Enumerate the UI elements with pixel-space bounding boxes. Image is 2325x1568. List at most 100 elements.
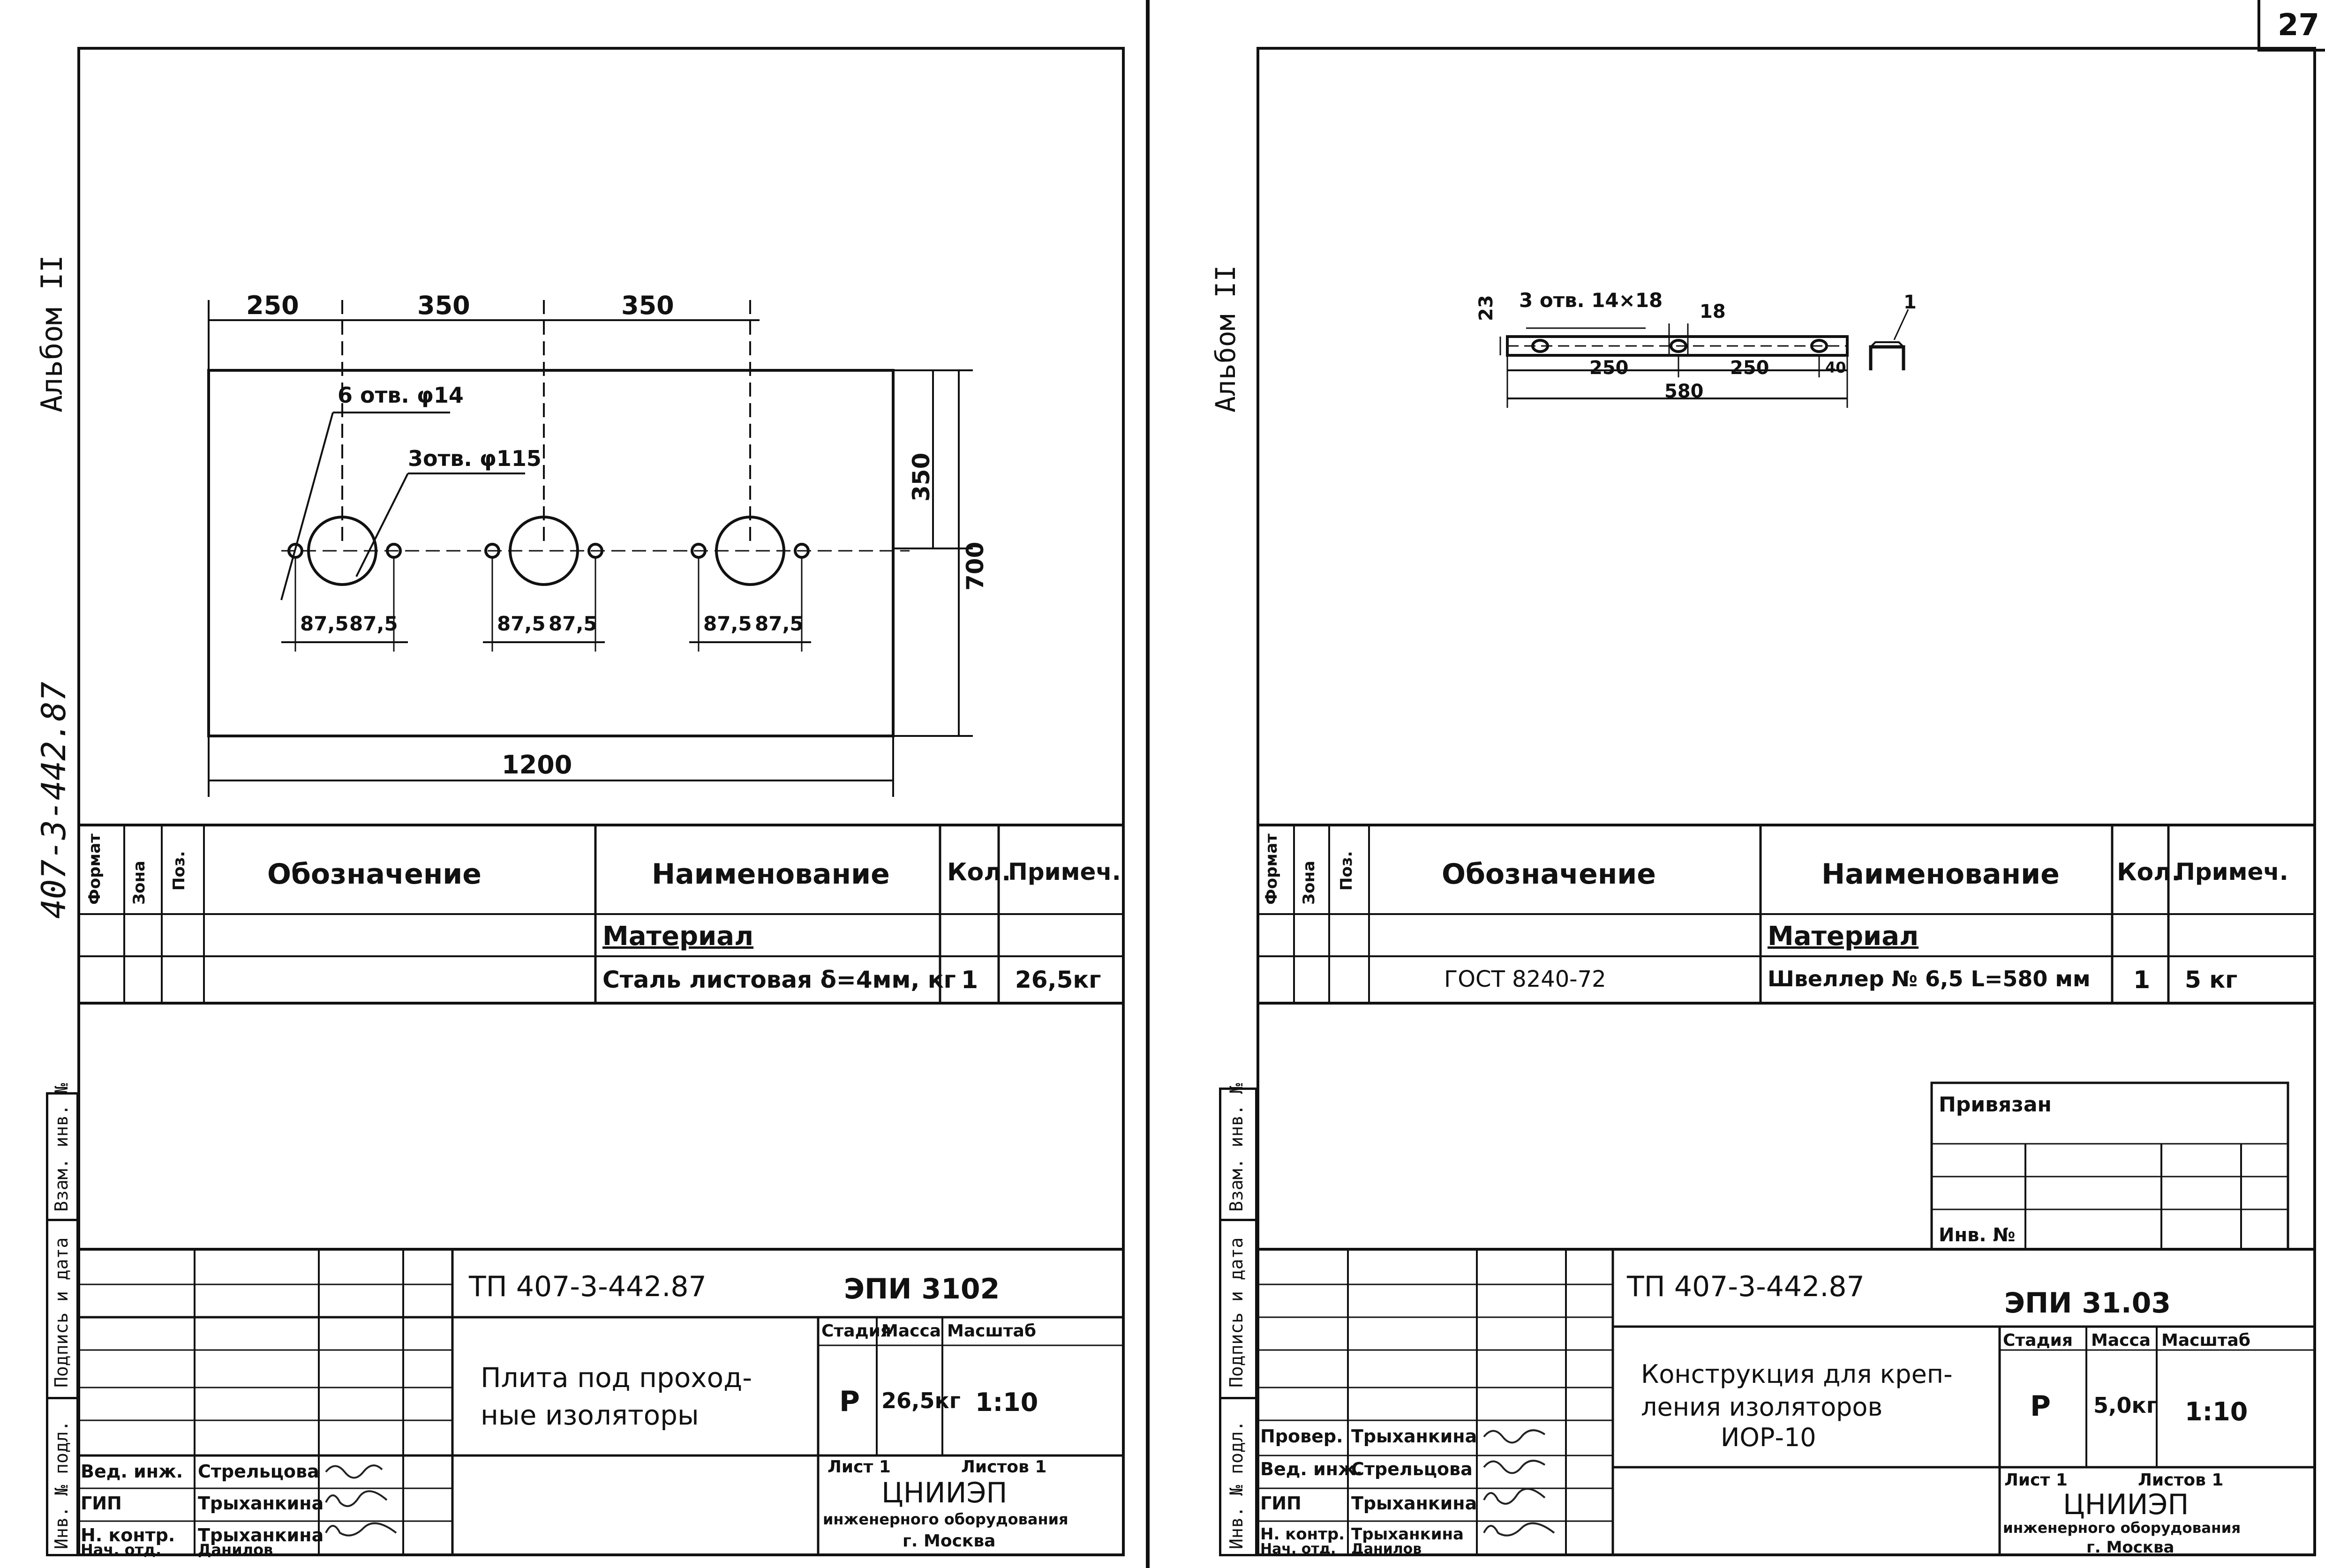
left-mass-label: Масса [881, 1321, 941, 1341]
right-dim-slot: 18 [1700, 301, 1726, 323]
right-privyazan-grid [1930, 1081, 2289, 1251]
right-callout: 1 [1904, 292, 1917, 313]
right-sign-name-4: Трыханкина [1351, 1525, 1464, 1544]
page-number: 27 [2278, 8, 2320, 43]
right-privyazan-inv: Инв. № [1939, 1224, 2016, 1246]
right-sign-name-1: Трыханкина [1351, 1426, 1477, 1447]
right-spec-note: 5 кг [2185, 966, 2238, 993]
right-sheet-code: ЭПИ 31.03 [2004, 1287, 2171, 1320]
right-org-sub1: инженерного оборудования [2003, 1520, 2241, 1537]
left-spec-qty: 1 [961, 966, 978, 994]
left-org: ЦНИИЭП [881, 1477, 1008, 1509]
left-sign-name-1: Стрельцова [198, 1461, 319, 1482]
right-dim-b: 250 [1730, 357, 1769, 379]
left-signature-marks [325, 1464, 397, 1537]
left-scale: 1:10 [975, 1388, 1038, 1417]
left-col-name: Наименование [652, 858, 890, 891]
left-dim-bottom: 1200 [502, 750, 572, 780]
left-sign-name-4: Данилов [198, 1541, 273, 1559]
left-sign-role-3: Н. контр. [81, 1525, 175, 1545]
left-title-name-1: Плита под проход- [481, 1362, 752, 1394]
left-title-grid [77, 1248, 1125, 1556]
left-plate-drawing [207, 300, 973, 797]
right-scale: 1:10 [2185, 1397, 2248, 1426]
left-org-sub2: г. Москва [903, 1531, 996, 1551]
right-org: ЦНИИЭП [2063, 1488, 2189, 1521]
right-stage-label: Стадия [2003, 1331, 2073, 1350]
right-dim-a: 250 [1589, 357, 1629, 379]
left-hole-dim-4: 87,5 [549, 612, 597, 635]
right-sheet-label: Лист 1 [2004, 1470, 2068, 1490]
hole-large-1 [307, 516, 377, 586]
right-col-qty: Кол. [2117, 858, 2181, 886]
right-col-designation: Обозначение [1442, 858, 1656, 891]
right-signature-marks [1483, 1429, 1555, 1537]
left-dim-top-1: 250 [246, 291, 299, 320]
right-sign-role-4: Н. контр. [1260, 1525, 1345, 1544]
right-org-sub2: г. Москва [2086, 1538, 2175, 1557]
right-sign-name-3: Трыханкина [1351, 1493, 1477, 1514]
right-spec-designation: ГОСТ 8240-72 [1444, 966, 1606, 992]
right-dim-end: 40 [1825, 359, 1846, 376]
left-spec-name: Сталь листовая δ=4мм, кг [602, 966, 956, 993]
right-spec-qty: 1 [2133, 966, 2151, 994]
left-inv-strip [46, 1092, 79, 1556]
hole-large-2 [509, 516, 579, 586]
left-hole-dim-3: 87,5 [497, 612, 546, 635]
right-col-note: Примеч. [2175, 858, 2288, 885]
right-dim-total: 580 [1664, 381, 1704, 402]
page-number-box [2257, 0, 2325, 52]
right-title-name-2: ления изоляторов [1641, 1392, 1883, 1422]
left-hole-note-large: 3отв. φ115 [408, 446, 542, 471]
right-scale-label: Масштаб [2161, 1331, 2250, 1350]
left-sheet-label: Лист 1 [828, 1457, 891, 1477]
right-title-code: ТП 407-3-442.87 [1627, 1270, 1865, 1303]
left-mass: 26,5кг [881, 1388, 961, 1413]
left-col-designation: Обозначение [267, 858, 482, 891]
left-scale-label: Масштаб [947, 1321, 1036, 1341]
left-sign-role-1: Вед. инж. [81, 1461, 183, 1482]
right-sign-name-5: Данилов [1351, 1541, 1422, 1557]
left-dim-top-3: 350 [621, 291, 674, 320]
right-spec-grid [1257, 824, 2316, 1005]
right-sign-role-5: Нач. отд. [1260, 1541, 1336, 1557]
right-spec-name: Швеллер № 6,5 L=580 мм [1768, 966, 2091, 991]
right-col-name: Наименование [1821, 858, 2060, 891]
right-sign-role-1: Провер. [1260, 1426, 1343, 1447]
channel-section [1869, 345, 1905, 370]
right-spec-section: Материал [1768, 921, 1919, 952]
left-sign-role-2: ГИП [81, 1493, 122, 1514]
left-sign-name-2: Трыханкина [198, 1493, 324, 1514]
right-privyazan-label: Привязан [1939, 1093, 2052, 1117]
hole-large-3 [715, 516, 785, 586]
left-sheet-code: ЭПИ 3102 [844, 1273, 1000, 1305]
right-title-name-3: ИОР-10 [1721, 1423, 1816, 1452]
left-hole-note-small: 6 отв. φ14 [338, 383, 464, 408]
left-title-name-2: ные изоляторы [481, 1399, 699, 1431]
left-title-code: ТП 407-3-442.87 [469, 1270, 707, 1303]
left-sheets-label: Листов 1 [961, 1457, 1047, 1477]
left-hole-dim-6: 87,5 [755, 612, 804, 635]
left-spec-section: Материал [602, 921, 754, 952]
left-dim-top-2: 350 [417, 291, 470, 320]
right-hole-note: 3 отв. 14×18 [1519, 289, 1663, 312]
left-org-sub1: инженерного оборудования [823, 1510, 1068, 1528]
right-mass-label: Масса [2091, 1331, 2151, 1350]
right-title-name-1: Конструкция для креп- [1641, 1359, 1953, 1389]
left-sheet-frame [77, 47, 1125, 1556]
right-sign-name-2: Стрельцова [1351, 1459, 1473, 1479]
left-spec-note: 26,5кг [1015, 966, 1101, 993]
left-stage-label: Стадия [821, 1321, 891, 1341]
left-sign-role-4: Нач. отд. [81, 1541, 162, 1559]
right-channel-drawing [1499, 309, 1909, 408]
plate-outline [207, 369, 895, 737]
left-hole-dim-2: 87,5 [349, 612, 398, 635]
right-sign-role-3: ГИП [1260, 1493, 1302, 1514]
left-col-qty: Кол. [947, 858, 1011, 886]
left-col-note: Примеч. [1008, 858, 1121, 885]
left-spec-grid [77, 824, 1125, 1005]
left-sign-name-3: Трыханкина [198, 1525, 324, 1545]
right-sheet-frame [1257, 47, 2316, 1556]
right-mass: 5,0кг [2093, 1393, 2158, 1418]
